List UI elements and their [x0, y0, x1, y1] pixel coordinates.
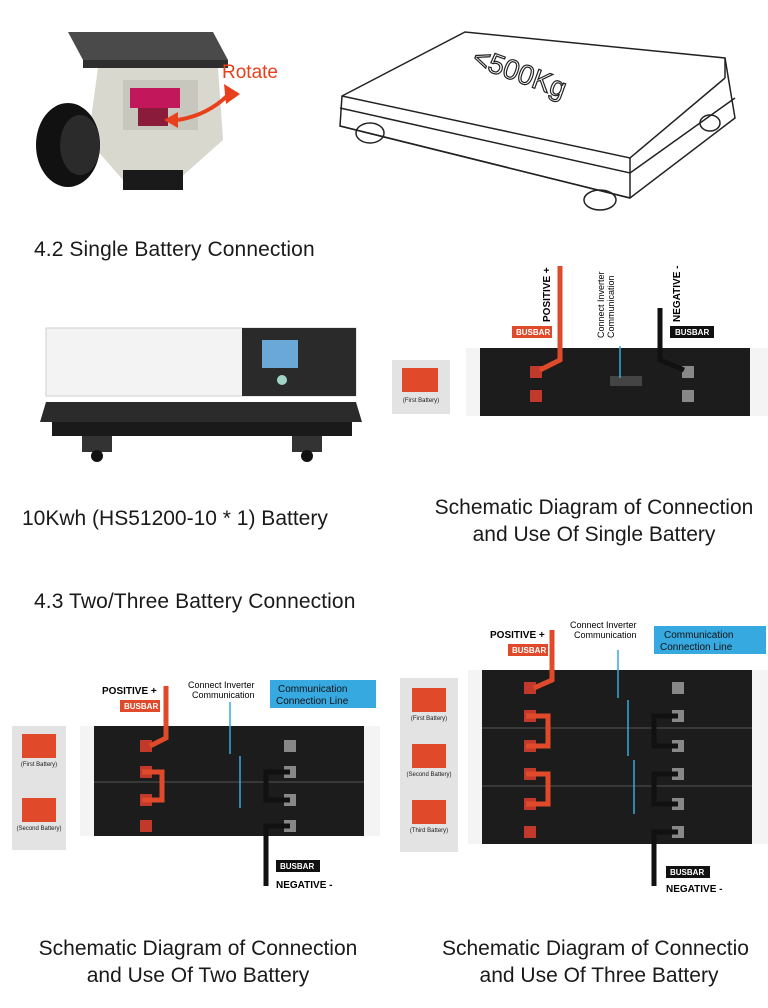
three-commline-label-1: Communication	[664, 630, 733, 641]
two-busbar-top: BUSBAR	[124, 702, 158, 711]
two-commline-label-1: Communication	[278, 684, 347, 695]
rotate-label: Rotate	[222, 62, 278, 83]
two-busbar-bottom: BUSBAR	[280, 862, 314, 871]
single-comm-label-1: Connect Inverter	[596, 271, 606, 338]
three-comm-label-1: Connect Inverter	[570, 620, 637, 630]
three-dip-second: (Second Battery)	[406, 772, 452, 778]
single-battery-caption: 10Kwh (HS51200-10 * 1) Battery	[22, 507, 328, 530]
two-negative-label: NEGATIVE -	[276, 880, 332, 891]
two-comm-label-1: Connect Inverter	[188, 680, 255, 690]
three-negative-label: NEGATIVE -	[666, 884, 722, 894]
three-commline-label-2: Connection Line	[660, 642, 733, 653]
single-battery-schematic: POSITIVE + NEGATIVE - Connect Inverter C…	[392, 250, 768, 420]
section-heading-single: 4.2 Single Battery Connection	[34, 238, 315, 261]
three-dip-first: (First Battery)	[410, 716, 448, 722]
two-battery-schematic: POSITIVE + BUSBAR Connect Inverter Commu…	[80, 676, 380, 896]
single-battery-photo	[22, 322, 372, 470]
single-comm-label-2: Communication	[606, 275, 616, 338]
single-busbar-red: BUSBAR	[516, 328, 550, 337]
two-dip-first: (First Battery)	[20, 762, 58, 768]
caster-wheel-image	[28, 20, 328, 200]
three-caption-2: and Use Of Three Battery	[479, 964, 719, 987]
single-diagram-caption-1: Schematic Diagram of Connection	[434, 496, 754, 519]
single-negative-label: NEGATIVE -	[672, 266, 683, 322]
single-dip-label: (First Battery)	[402, 398, 440, 404]
three-positive-label: POSITIVE +	[490, 630, 545, 641]
three-busbar-bottom: BUSBAR	[670, 868, 704, 877]
single-positive-label: POSITIVE +	[542, 267, 553, 322]
two-caption-1: Schematic Diagram of Connection	[38, 937, 358, 960]
single-diagram-caption-2: and Use Of Single Battery	[472, 523, 716, 546]
three-busbar-top: BUSBAR	[512, 646, 546, 655]
three-dip-panel: (First Battery) (Second Battery) (Third …	[400, 678, 458, 852]
three-dip-third: (Third Battery)	[409, 828, 449, 834]
three-caption-1: Schematic Diagram of Connectio	[442, 937, 749, 960]
three-comm-label-2: Communication	[574, 630, 637, 640]
two-positive-label: POSITIVE +	[102, 686, 157, 697]
single-dip-switch: (First Battery)	[392, 360, 450, 414]
platform-drawing: <500Kg	[330, 18, 750, 218]
two-dip-second: (Second Battery)	[16, 826, 62, 832]
section-heading-multi: 4.3 Two/Three Battery Connection	[34, 590, 356, 613]
two-dip-panel: (First Battery) (Second Battery)	[12, 726, 66, 850]
two-comm-label-2: Communication	[192, 690, 255, 700]
single-busbar-black: BUSBAR	[675, 328, 709, 337]
three-battery-schematic: POSITIVE + BUSBAR Connect Inverter Commu…	[468, 620, 768, 895]
two-commline-label-2: Connection Line	[276, 696, 349, 707]
two-caption-2: and Use Of Two Battery	[86, 964, 310, 987]
